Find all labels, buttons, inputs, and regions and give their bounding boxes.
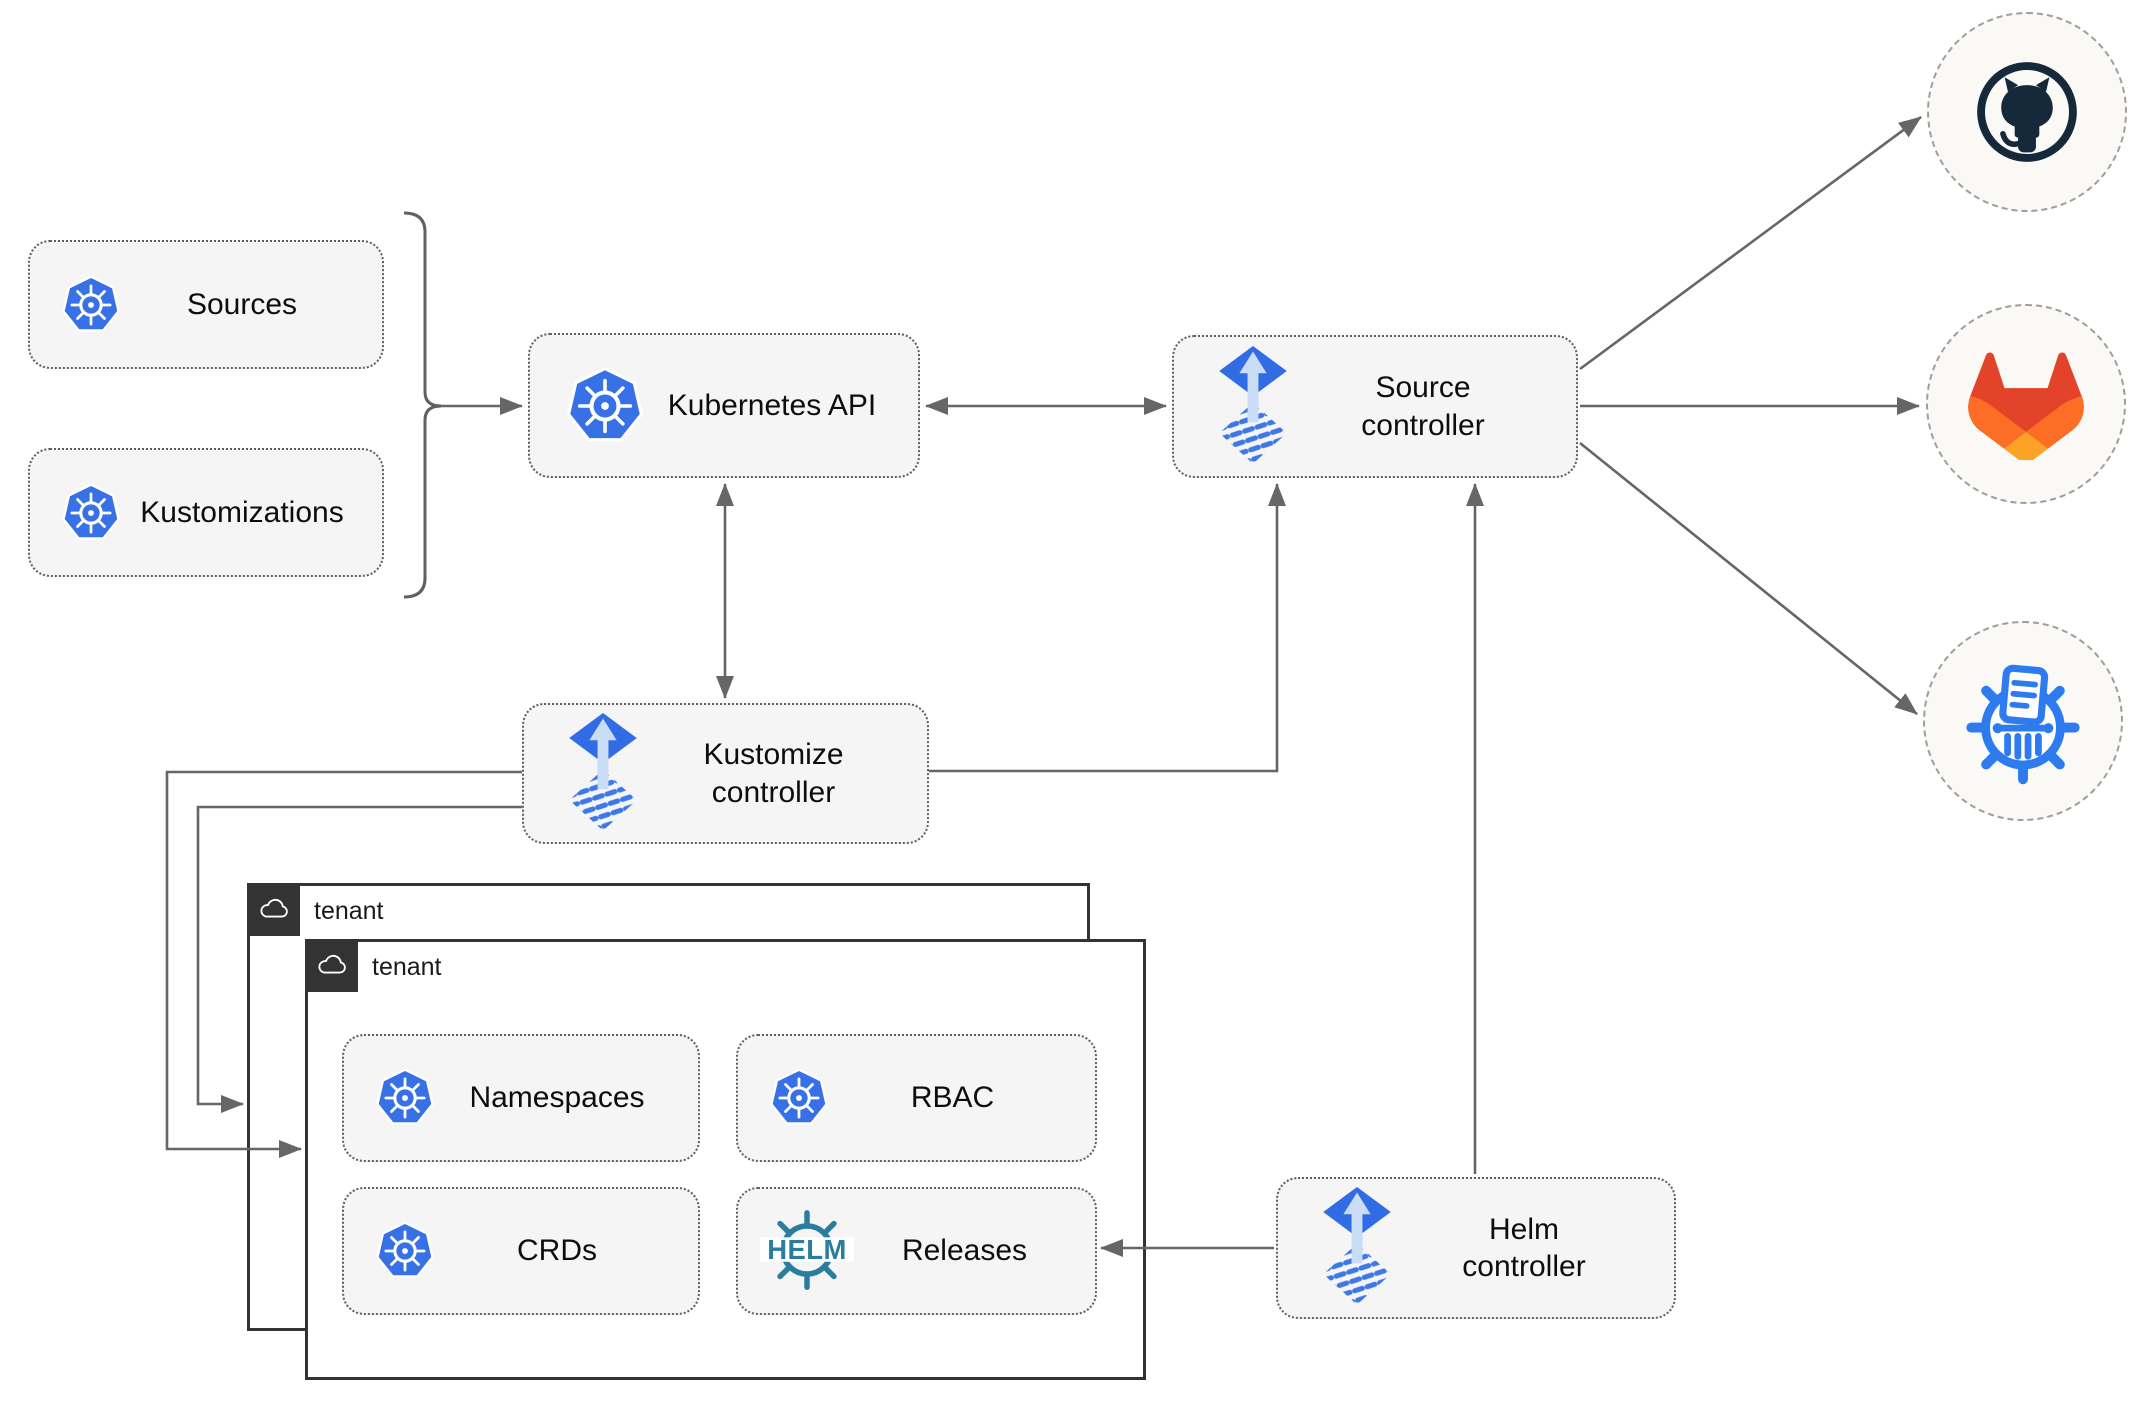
flux-icon [1320,1187,1394,1309]
endpoint-gitlab [1926,304,2126,504]
cloud-icon [315,953,349,978]
node-kubernetes-api-label: Kubernetes API [667,388,877,422]
node-sources: Sources [28,240,384,369]
node-kustomize-controller: Kustomize controller [522,703,929,844]
tenant-label: tenant [372,952,442,981]
kubernetes-icon [60,274,122,336]
node-helm-controller: Helm controller [1276,1177,1676,1319]
cloud-icon [257,897,291,922]
node-crds-label: CRDs [517,1234,597,1268]
flux-icon [566,712,640,835]
tenant-tab [305,939,358,992]
node-namespaces: Namespaces [342,1034,700,1162]
kubernetes-icon [768,1067,830,1129]
node-helm-controller-label: Helm controller [1462,1212,1586,1284]
connector-kustomize-source [929,483,1286,773]
node-rbac: RBAC [736,1034,1097,1162]
chartmuseum-icon [1957,655,2089,787]
node-crds: CRDs [342,1187,700,1315]
endpoint-chartmuseum [1923,621,2123,821]
kubernetes-icon [374,1067,436,1129]
node-kustomize-controller-label: Kustomize controller [703,738,844,809]
kubernetes-icon [60,482,122,544]
helm-logo-text: HELM [767,1234,847,1265]
node-kubernetes-api: Kubernetes API [528,333,920,478]
gitlab-icon [1967,348,2085,460]
node-source-controller: Source controller [1172,335,1578,478]
kubernetes-icon [374,1220,436,1282]
kubernetes-icon [564,365,646,447]
github-icon [1971,56,2083,168]
connector-source-chartmuseum [1579,441,1918,716]
node-releases: HELM Releases [736,1187,1097,1315]
endpoint-github [1927,12,2127,212]
node-releases-label: Releases [901,1234,1028,1268]
node-namespaces-label: Namespaces [469,1081,645,1115]
connector-source-github [1579,115,1922,371]
tenant-tab [247,883,300,936]
flux-icon [1216,345,1290,468]
node-kustomizations: Kustomizations [28,448,384,577]
helm-icon: HELM [760,1203,854,1299]
tenant-label: tenant [314,896,384,925]
brace-sources-kustomizations [403,211,442,599]
node-sources-label: Sources [186,287,298,321]
node-rbac-label: RBAC [910,1081,995,1115]
node-kustomizations-label: Kustomizations [140,495,344,529]
node-source-controller-label: Source controller [1361,371,1485,442]
